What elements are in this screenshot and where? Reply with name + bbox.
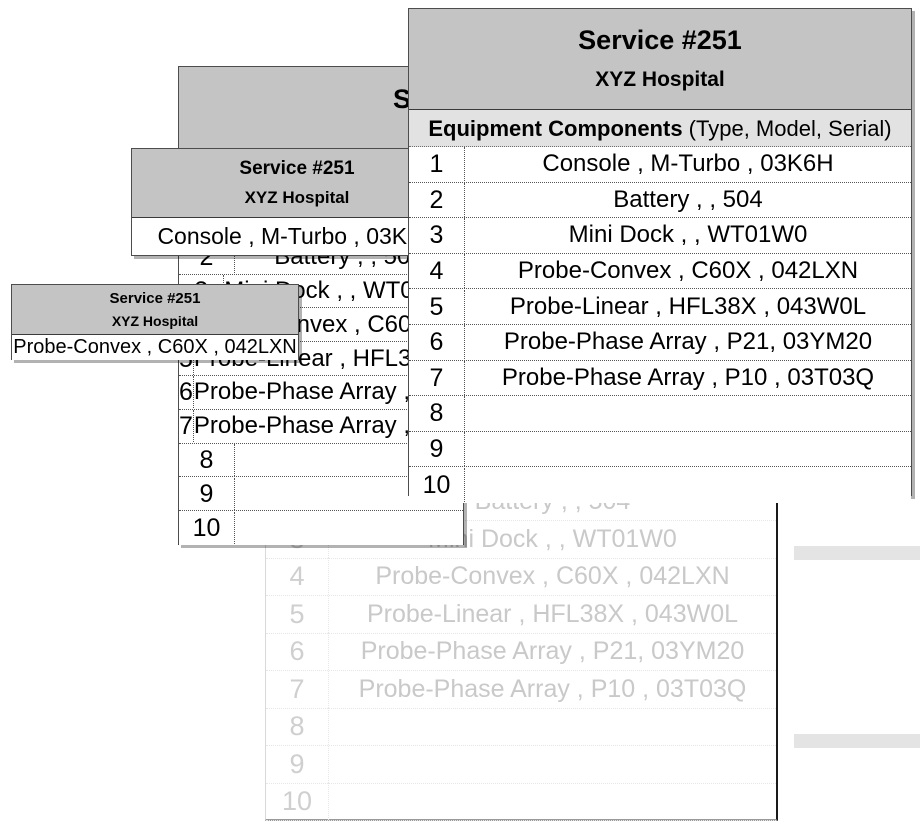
row-number: 10: [179, 512, 235, 545]
panel-title: Service #251: [109, 290, 201, 307]
table-row[interactable]: 10: [179, 511, 463, 545]
ghost-row: 10: [266, 783, 776, 821]
right-margin-bar: [794, 734, 920, 748]
table-row[interactable]: Probe-Convex , C60X , 042LXN: [12, 335, 298, 360]
row-value: Probe-Convex , C60X , 042LXN: [13, 336, 297, 358]
ghost-row-number: 7: [266, 670, 329, 708]
row-number: 1: [409, 147, 465, 182]
ghost-row-number: 4: [266, 558, 329, 596]
ghost-row: 6 Probe-Phase Array , P21, 03YM20: [266, 633, 776, 671]
panel-header: Service #251 XYZ Hospital: [409, 9, 911, 110]
ghost-row-value: Probe-Linear , HFL38X , 043W0L: [366, 599, 739, 628]
ghost-row-number: 8: [266, 708, 329, 746]
tooltip-panel-probe-convex[interactable]: Service #251 XYZ Hospital Probe-Convex ,…: [11, 284, 299, 360]
table-row[interactable]: 3 Mini Dock , , WT01W0: [409, 218, 911, 254]
row-value: Probe-Phase Array , P10 , 03T03Q: [501, 363, 875, 391]
right-margin-bar: [794, 546, 920, 560]
table-row[interactable]: 7 Probe-Phase Array , P10 , 03T03Q: [409, 360, 911, 397]
table-row[interactable]: 8: [409, 396, 911, 432]
table-row[interactable]: 9: [409, 431, 911, 468]
ghost-row-number: 5: [266, 595, 329, 633]
row-value: Battery , , 504: [613, 185, 763, 213]
table-row[interactable]: 4 Probe-Convex , C60X , 042LXN: [409, 253, 911, 290]
table-row[interactable]: 10: [409, 467, 911, 503]
ghost-row-value: Probe-Phase Array , P10 , 03T03Q: [358, 674, 747, 703]
ghost-row: 7 Probe-Phase Array , P10 , 03T03Q: [266, 670, 776, 709]
column-header-bold: Equipment Components: [428, 116, 683, 141]
row-value: Probe-Linear , HFL38X , 043W0L: [509, 292, 867, 320]
row-value: Mini Dock , , WT01W0: [568, 221, 808, 249]
table-row[interactable]: 6 Probe-Phase Array , P21, 03YM20: [409, 324, 911, 361]
ghost-row: 8: [266, 708, 776, 746]
ghost-row-value: Probe-Convex , C60X , 042LXN: [375, 562, 730, 591]
tooltip-panel-full[interactable]: Service #251 XYZ Hospital Equipment Comp…: [408, 8, 912, 503]
column-header-normal: (Type, Model, Serial): [682, 116, 892, 141]
row-number: 7: [179, 410, 194, 443]
ghost-row-number: 10: [266, 783, 329, 821]
panel-header: Service #251 XYZ Hospital: [12, 285, 298, 335]
ghost-row-number: 9: [266, 745, 329, 783]
row-value: Probe-Phase Array , P21, 03YM20: [503, 328, 873, 356]
row-value: Probe-Convex , C60X , 042LXN: [517, 257, 859, 285]
table-row[interactable]: Console , M-Turbo , 03K6H: [132, 218, 462, 255]
row-number: 5: [409, 289, 465, 324]
panel-subtitle: XYZ Hospital: [595, 68, 725, 91]
table-row[interactable]: 1 Console , M-Turbo , 03K6H: [409, 147, 911, 183]
ghost-row-value: Mini Dock , , WT01W0: [428, 524, 677, 553]
row-number: 8: [179, 443, 235, 476]
panel-header: Service #251 XYZ Hospital: [132, 149, 462, 218]
ghost-row: 4 Probe-Convex , C60X , 042LXN: [266, 558, 776, 596]
row-number: 7: [409, 360, 465, 395]
row-value: Console , M-Turbo , 03K6H: [157, 223, 437, 249]
panel-subtitle: XYZ Hospital: [111, 313, 199, 329]
row-number: 8: [409, 396, 465, 431]
row-number: 6: [409, 325, 465, 360]
tooltip-panel-console[interactable]: Service #251 XYZ Hospital Console , M-Tu…: [131, 148, 463, 256]
panel-subtitle: XYZ Hospital: [244, 188, 350, 207]
row-number: 10: [409, 468, 465, 503]
ghost-row-number: 6: [266, 633, 329, 671]
row-number: 3: [409, 218, 465, 253]
ghost-row-value: Probe-Phase Array , P21, 03YM20: [360, 637, 745, 666]
table-row[interactable]: 5 Probe-Linear , HFL38X , 043W0L: [409, 289, 911, 325]
row-number: 2: [409, 182, 465, 217]
panel-title: Service #251: [239, 158, 355, 179]
table-row[interactable]: 2 Battery , , 504: [409, 182, 911, 219]
row-number: 9: [179, 477, 235, 510]
row-number: 6: [179, 376, 194, 409]
panel-title: Service #251: [578, 25, 742, 55]
row-value: Console , M-Turbo , 03K6H: [542, 150, 834, 178]
ghost-row: 5 Probe-Linear , HFL38X , 043W0L: [266, 595, 776, 634]
row-number: 4: [409, 254, 465, 289]
panel-column-header: Equipment Components (Type, Model, Seria…: [409, 110, 911, 147]
row-number: 9: [409, 432, 465, 467]
ghost-row: 9: [266, 745, 776, 784]
